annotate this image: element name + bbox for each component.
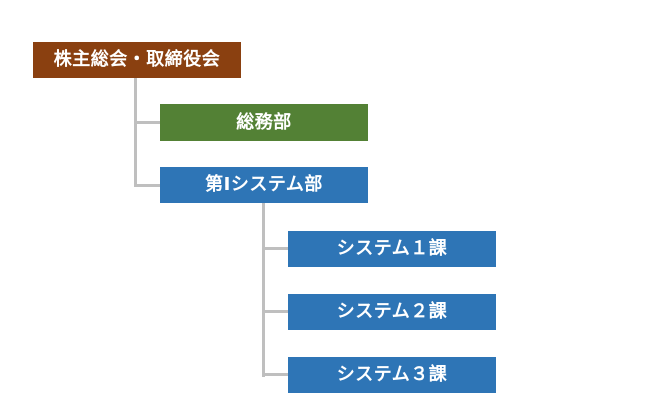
org-node-label: システム３課 [336, 364, 448, 385]
org-node-label: システム１課 [336, 238, 448, 259]
connector-to-system-sec3 [262, 373, 288, 376]
connector-system-dept-vertical [262, 203, 265, 377]
org-node-label: 総務部 [236, 111, 292, 133]
connector-to-system-sec2 [262, 310, 288, 313]
connector-to-general-affairs [134, 121, 160, 124]
org-node-label: システム２課 [336, 301, 448, 322]
connector-board-vertical [134, 78, 137, 187]
org-node-system-section-1[interactable]: システム１課 [288, 231, 496, 267]
connector-to-system-dept [134, 184, 160, 187]
connector-to-system-sec1 [262, 247, 288, 250]
org-node-shareholders-board[interactable]: 株主総会・取締役会 [33, 42, 241, 78]
org-node-system-dept-1[interactable]: 第Ⅰシステム部 [160, 167, 368, 203]
org-node-general-affairs-dept[interactable]: 総務部 [160, 104, 368, 141]
org-node-label: 第Ⅰシステム部 [205, 174, 323, 195]
org-node-system-section-3[interactable]: システム３課 [288, 357, 496, 393]
org-node-system-section-2[interactable]: システム２課 [288, 294, 496, 330]
org-node-label: 株主総会・取締役会 [53, 49, 221, 70]
